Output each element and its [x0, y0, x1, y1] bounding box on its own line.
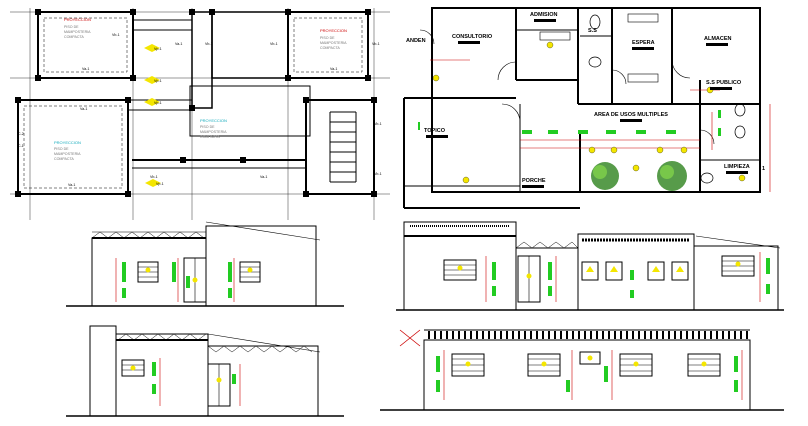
- svg-text:MAMPOSTERIA: MAMPOSTERIA: [64, 30, 91, 34]
- svg-text:PISO DE: PISO DE: [320, 36, 335, 40]
- tag-vb1: Vb-1: [112, 33, 120, 37]
- room-porche: PORCHE: [522, 178, 546, 184]
- elevation-side-left-windows: [121, 358, 241, 407]
- room-almacen: ALMACEN: [704, 36, 732, 42]
- room-anden: ANDEN: [406, 38, 426, 44]
- svg-text:MAMPOSTERIA: MAMPOSTERIA: [200, 130, 227, 134]
- proyeccion-note: PROYECCION: [200, 118, 227, 123]
- svg-text:PISO DE: PISO DE: [64, 25, 79, 29]
- svg-text:PISO DE: PISO DE: [200, 125, 215, 129]
- tag-vb1: Vb-1: [372, 42, 380, 46]
- dimension-lines: [430, 59, 771, 192]
- tag-vb1: Vb-1: [270, 42, 278, 46]
- proyeccion-note: PROYECCION: [320, 28, 347, 33]
- projection-notes: PROYECCION PISO DE MAMPOSTERIA COMPACTA …: [54, 17, 347, 161]
- vp-tags: Vp-1 Vp-1 Vp-1 Vp-1: [144, 44, 164, 187]
- column-markers: [15, 9, 377, 197]
- tag-va1: Va-1: [260, 175, 267, 179]
- structural-tags: Vb-1 Va-1 Vb-1 Vb-1 Vb-1 Va-1 Va-1 Va-1 …: [18, 33, 382, 187]
- tag-vp1: Vp-1: [154, 101, 162, 105]
- room-admision: ADMISION: [530, 12, 558, 18]
- room-espera: ESPERA: [632, 40, 655, 46]
- svg-text:PISO DE: PISO DE: [54, 147, 69, 151]
- tag-vp1: Vp-1: [156, 182, 164, 186]
- tag-va1: Va-1: [80, 107, 87, 111]
- tag-vb1: Vb-1: [374, 172, 382, 176]
- svg-text:COMPACTA: COMPACTA: [320, 46, 340, 50]
- room-ss: S.S: [588, 28, 597, 34]
- elevation-rear-right: [380, 329, 784, 411]
- room-labels: CONSULTORIO ADMISION ESPERA ALMACEN ANDE…: [406, 12, 765, 188]
- tag-vp1: Vp-1: [154, 79, 162, 83]
- foundation-plan: [10, 8, 390, 220]
- tag-vb1: Vb-1: [150, 175, 158, 179]
- elevation-front-right: [396, 221, 784, 311]
- svg-text:MAMPOSTERIA: MAMPOSTERIA: [320, 41, 347, 45]
- room-consultorio: CONSULTORIO: [452, 34, 493, 40]
- svg-text:COMPACTA: COMPACTA: [64, 35, 84, 39]
- svg-text:MAMPOSTERIA: MAMPOSTERIA: [54, 152, 81, 156]
- tag-va1: Va-1: [175, 42, 182, 46]
- elevation-rear-right-windows: [436, 350, 743, 400]
- room-ss-publico: S.S PUBLICO: [706, 80, 742, 86]
- svg-text:COMPACTA: COMPACTA: [54, 157, 74, 161]
- tag-vb1: Vb-1: [374, 122, 382, 126]
- tag-vp1: Vp-1: [154, 47, 162, 51]
- green-tags: [418, 110, 721, 136]
- rear-parapet-pattern: [428, 331, 748, 339]
- room-topico: TOPICO: [424, 128, 446, 134]
- room-limpieza: LIMPIEZA: [724, 164, 750, 170]
- tag-c2: C-2: [18, 132, 24, 136]
- room-area-usos-multiples: AREA DE USOS MULTIPLES: [594, 112, 668, 118]
- plan-window-markers: [432, 41, 746, 184]
- floor-plan: [403, 7, 761, 209]
- tag-va1: Va-1: [68, 183, 75, 187]
- proyeccion-note: PROYECCION: [54, 140, 81, 145]
- tree-symbols: [591, 161, 687, 191]
- tag-va1: Va-1: [330, 67, 337, 71]
- svg-text:COMPACTA: COMPACTA: [200, 135, 220, 139]
- tag-vb1: Vb-1: [205, 42, 213, 46]
- elevation-front-left-windows: [115, 257, 261, 303]
- sheet-number: 1: [762, 166, 765, 172]
- elevation-side-left: [66, 325, 344, 417]
- elevation-front-right-windows: [443, 252, 770, 303]
- tag-c1: C-1: [18, 144, 24, 148]
- proyeccion-note: PROYECCION: [64, 17, 91, 22]
- tag-va1: Va-1: [82, 67, 89, 71]
